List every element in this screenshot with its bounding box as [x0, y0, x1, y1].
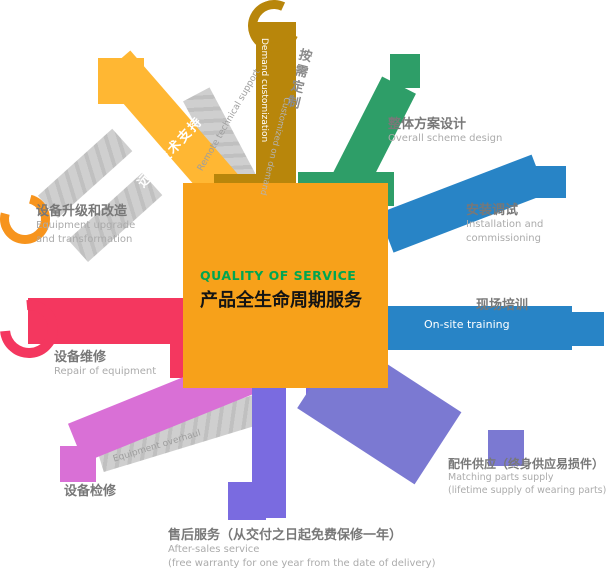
arrow-repair-shaft [28, 298, 190, 344]
arrowhead-solution [390, 54, 420, 88]
parts-label: 配件供应（终身供应易损件） Matching parts supply (lif… [448, 455, 613, 498]
repair-label: 设备维修 Repair of equipment [54, 346, 204, 379]
install-label: 安装调试 Installation and commissioning [466, 199, 586, 245]
demand-label-en: Demand customization [259, 38, 269, 143]
solution-label: 整体方案设计 Overall scheme design [388, 113, 528, 146]
aftersales-label: 售后服务（从交付之日起免费保修一年） After-sales service (… [168, 524, 458, 570]
arrowhead-remote [98, 58, 144, 104]
solution-label-en: Overall scheme design [388, 133, 503, 144]
aftersales-label-en-1: After-sales service [168, 544, 260, 555]
upgrade-label-zh: 设备升级和改造 [36, 204, 128, 219]
center-node [183, 183, 388, 388]
overhaul-label-zh: 设备检修 [64, 484, 117, 499]
repair-label-en: Repair of equipment [54, 366, 157, 377]
upgrade-label-en-1: Equipment upgrade [36, 220, 136, 231]
aftersales-label-zh: 售后服务（从交付之日起免费保修一年） [168, 528, 403, 543]
aftersales-label-en-2: (free warranty for one year from the dat… [168, 557, 436, 569]
install-label-en-2: commissioning [466, 232, 541, 244]
install-label-zh: 安装调试 [466, 203, 519, 218]
training-label-en: On-site training [424, 318, 510, 331]
arrowhead-overhaul [60, 446, 96, 482]
arrow-training-shaft [388, 306, 572, 350]
repair-label-zh: 设备维修 [54, 350, 107, 365]
arrowhead-parts [488, 430, 524, 466]
arrowhead-training [570, 312, 604, 346]
center-title-block: QUALITY OF SERVICE 产品全生命周期服务 [200, 268, 385, 312]
center-title-zh: 产品全生命周期服务 [200, 290, 362, 311]
arrow-demand-shaft [256, 22, 296, 202]
solution-label-zh: 整体方案设计 [388, 117, 467, 132]
upgrade-label: 设备升级和改造 Equipment upgrade and transforma… [36, 200, 176, 246]
parts-label-zh: 配件供应（终身供应易损件） [448, 457, 605, 471]
parts-label-en-2: (lifetime supply of wearing parts) [448, 484, 607, 496]
training-label-zh: 现场培训 [476, 298, 529, 313]
parts-label-en-1: Matching parts supply [448, 472, 554, 483]
arrowhead-aftersales [228, 482, 266, 520]
center-title-en: QUALITY OF SERVICE [200, 268, 357, 283]
upgrade-label-en-2: and transformation [36, 233, 133, 245]
overhaul-label: 设备检修 [64, 480, 184, 499]
install-label-en-1: Installation and [466, 219, 544, 230]
arrowhead-install [534, 166, 566, 198]
